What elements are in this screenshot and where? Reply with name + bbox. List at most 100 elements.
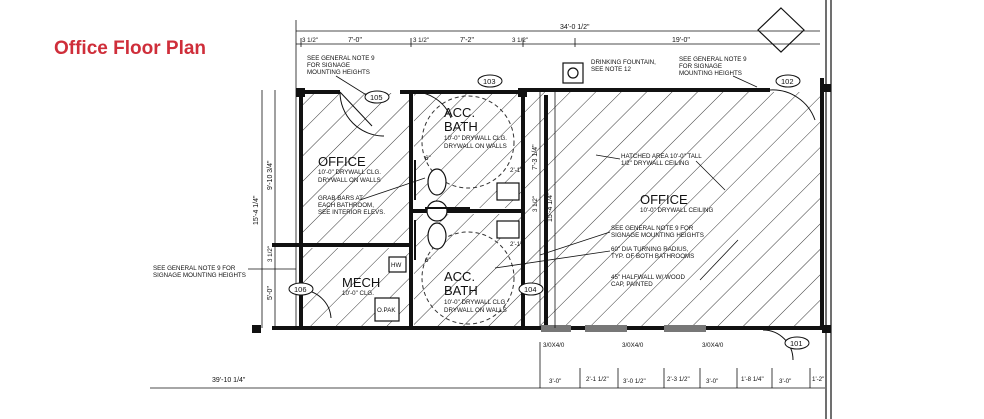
dim-seg-b: 3 1/2" [413,37,429,44]
grab-bars [414,160,470,260]
toilet-icon [427,222,447,250]
window-3 [664,325,706,332]
dim-b3: 3'-0 1/2" [623,378,646,385]
dim-seg-7-2: 7'-2" [460,37,474,44]
oval-label: O.PAK [377,307,396,314]
room-note-office-left-2: DRYWALL ON WALLS [318,177,381,184]
note-grab-2: EACH BATHROOM, [318,202,374,209]
dim-left-9-10: 9'-10 3/4" [267,160,274,190]
note-top-right-1: SEE GENERAL NOTE 9 [679,56,747,63]
tag-105: 105 [370,93,383,102]
door-swing-101 [762,329,794,361]
toilet-fixtures [374,62,584,322]
dim-left-5-0: 5'-0" [267,286,274,300]
dim-seg-7-0: 7'-0" [348,37,362,44]
window-2 [585,325,627,332]
dim-seg-c: 3 1/2" [512,37,528,44]
dim-small-6a: 6" [425,155,431,162]
note-mid-right-2: SIGNAGE MOUNTING HEIGHTS [611,232,704,239]
hatch-office-right [546,92,822,328]
note-turning-2: TYP. OF BOTH BATHROOMS [611,253,694,260]
note-grab-3: SEE INTERIOR ELEVS. [318,209,385,216]
window-label-1: 3/0X4/0 [543,342,565,349]
water-heater-icon [388,256,407,273]
note-hatched-2: 1/2" DRYWALL CEILING [621,160,690,167]
dim-b5: 3'-0" [706,378,718,385]
room-note-bath-104-2: DRYWALL ON WALLS [444,307,507,314]
window-label-3: 3/0X4/0 [702,342,724,349]
window-1 [541,325,571,332]
dim-b4: 2'-3 1/2" [667,376,690,383]
notes: SEE GENERAL NOTE 9 FOR SIGNAGE MOUNTING … [153,55,747,288]
room-note-mech: 10'-0" CLG. [342,290,374,297]
dim-left-15-4: 15'-4 1/4" [253,195,260,225]
dim-left-3-5: 3 1/2" [267,246,274,262]
dim-small-2-1a: 2'-1" [510,167,522,174]
note-top-left-3: MOUNTING HEIGHTS [307,69,370,76]
room-note-bath-104-1: 10'-0" DRYWALL CLG. [444,299,507,306]
note-fountain-1: DRINKING FOUNTAIN, [591,59,656,66]
dim-small-6b: 6" [425,257,431,264]
note-hatched-1: HATCHED AREA 10'-0" TALL [621,153,702,160]
tag-102-oval [775,74,801,88]
room-name-mech: MECH [342,275,380,290]
room-name-bath-104: ACC. [444,269,475,284]
dim-b1: 3'-0" [549,378,561,385]
note-halfwall-2: CAP, PAINTED [611,281,653,288]
note-top-right-3: MOUNTING HEIGHTS [679,70,742,77]
dim-b2: 2'-1 1/2" [586,376,609,383]
note-top-left-2: FOR SIGNAGE [307,62,350,69]
note-fountain-2: SEE NOTE 12 [591,66,631,73]
room-name-office-right: OFFICE [640,192,688,207]
page-title: Office Floor Plan [54,38,207,59]
tag-103: 103 [483,77,496,86]
sink-icon [496,182,520,201]
dim-mid-7-3: 7'-3 1/4" [532,144,539,170]
tag-104-oval [518,282,544,296]
turning-circle-103 [421,95,515,189]
windows [541,325,706,332]
note-top-left-1: SEE GENERAL NOTE 9 [307,55,375,62]
equipment-box [374,297,400,322]
tag-106: 106 [294,285,307,294]
dimension-labels: 34'-0 1/2" 19'-0" 3 1/2" 7'-0" 3 1/2" 7'… [212,24,824,385]
room-tags: 105 103 104 106 102 101 [288,74,810,350]
dim-b8: 1'-2" [812,376,824,383]
dim-small-2-1b: 2'-1" [510,241,522,248]
tag-103-oval [477,74,503,88]
room-name2-bath-104: BATH [444,283,478,298]
note-left-2: SIGNAGE MOUNTING HEIGHTS [153,272,246,279]
dim-bottom-overall: 39'-10 1/4" [212,377,246,384]
turning-circle-104 [421,231,515,325]
tag-101: 101 [790,339,803,348]
door-diamond [757,7,805,53]
note-left-1: SEE GENERAL NOTE 9 FOR [153,265,236,272]
tag-104: 104 [524,285,537,294]
window-label-2: 3/0X4/0 [622,342,644,349]
dim-mid-3-5: 3 1/2" [532,196,539,212]
note-top-right-2: FOR SIGNAGE [679,63,722,70]
room-note-office-left-1: 10'-0" DRYWALL CLG. [318,169,381,176]
dim-seg-a: 3 1/2" [302,37,318,44]
hw-label: HW [391,262,401,269]
tag-105-oval [364,90,390,104]
room-note-office-right: 10'-0" DRYWALL CEILING [640,207,713,214]
sink-icon [496,220,520,239]
room-name-office-left: OFFICE [318,154,366,169]
note-halfwall-1: 45" HALFWALL W/ WOOD [611,274,685,281]
toilet-icon [427,168,447,196]
leader-lines [248,75,758,281]
room-name2-bath-103: BATH [444,119,478,134]
door-swing-103 [410,91,452,119]
tag-106-oval [288,282,314,296]
room-name-bath-103: ACC. [444,105,475,120]
doors [300,7,816,361]
hatch-office-left [301,93,411,243]
note-grab-1: GRAB BARS AT [318,195,363,202]
door-swing-105 [339,91,385,137]
dim-b6: 1'-8 1/4" [741,376,764,383]
dim-overall-top: 34'-0 1/2" [560,24,590,31]
note-mid-right-1: SEE GENERAL NOTE 9 FOR [611,225,694,232]
room-note-bath-103-2: DRYWALL ON WALLS [444,143,507,150]
